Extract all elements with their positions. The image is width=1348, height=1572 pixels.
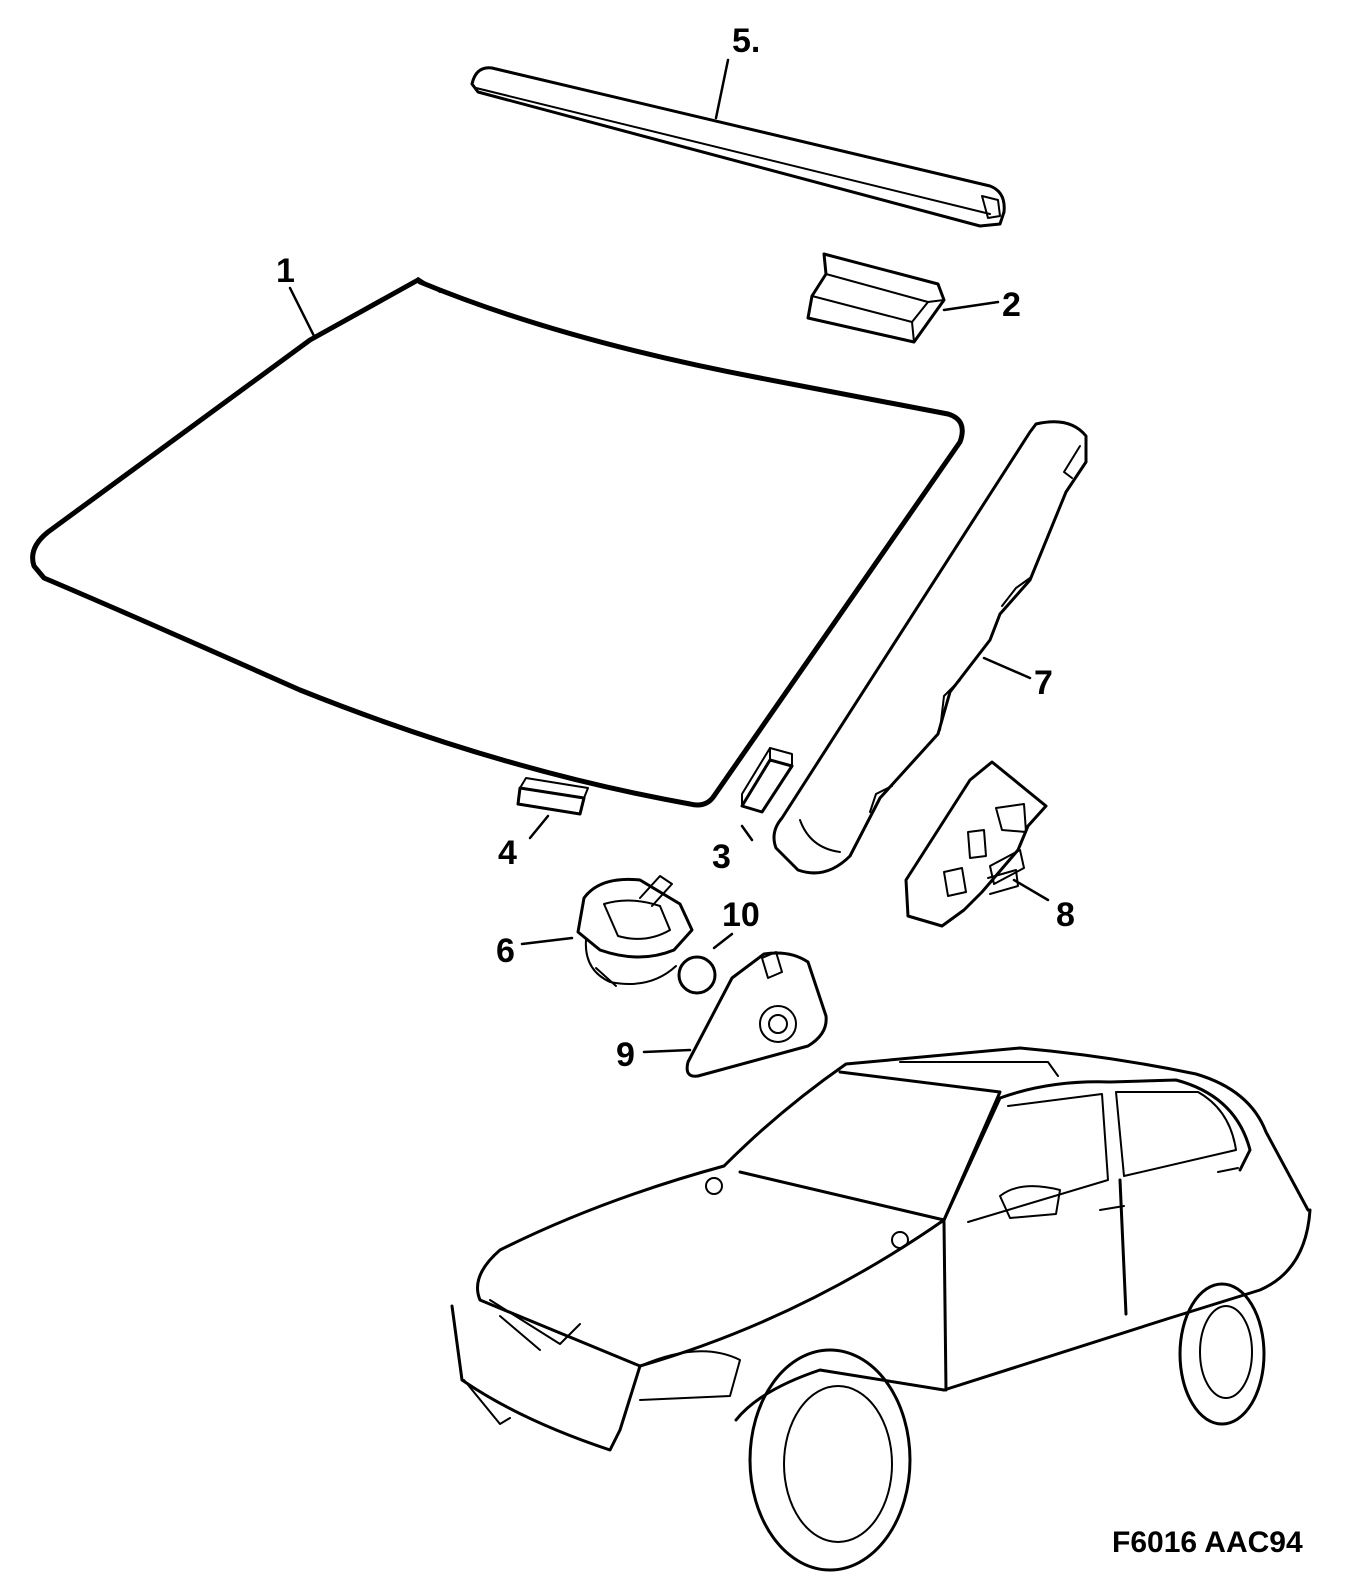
part-7-a-pillar-trim	[772, 420, 1088, 875]
leader-lines	[288, 58, 1050, 1054]
callout-1: 1	[276, 252, 295, 290]
part-6-mirror-mount	[576, 875, 694, 987]
part-10-cap	[677, 955, 717, 995]
callout-5: 5.	[732, 22, 760, 60]
part-9-mirror-base	[685, 951, 828, 1078]
callout-4: 4	[498, 834, 517, 872]
callout-6: 6	[496, 932, 515, 970]
part-5-roof-moulding	[470, 66, 1006, 228]
callout-10: 10	[722, 896, 760, 934]
callout-2: 2	[1002, 286, 1021, 324]
drawing-code: F6016 AAC94	[1112, 1526, 1303, 1559]
car-illustration	[450, 1046, 1312, 1572]
part-1-windscreen	[30, 277, 965, 808]
callout-7: 7	[1034, 664, 1053, 702]
part-8-pillar-bracket	[904, 760, 1048, 928]
part-4-spacer	[516, 777, 589, 816]
callout-3: 3	[712, 838, 731, 876]
callout-9: 9	[616, 1036, 635, 1074]
part-2-bracket	[806, 252, 946, 344]
part-3-spacer	[740, 747, 794, 814]
callout-8: 8	[1056, 896, 1075, 934]
